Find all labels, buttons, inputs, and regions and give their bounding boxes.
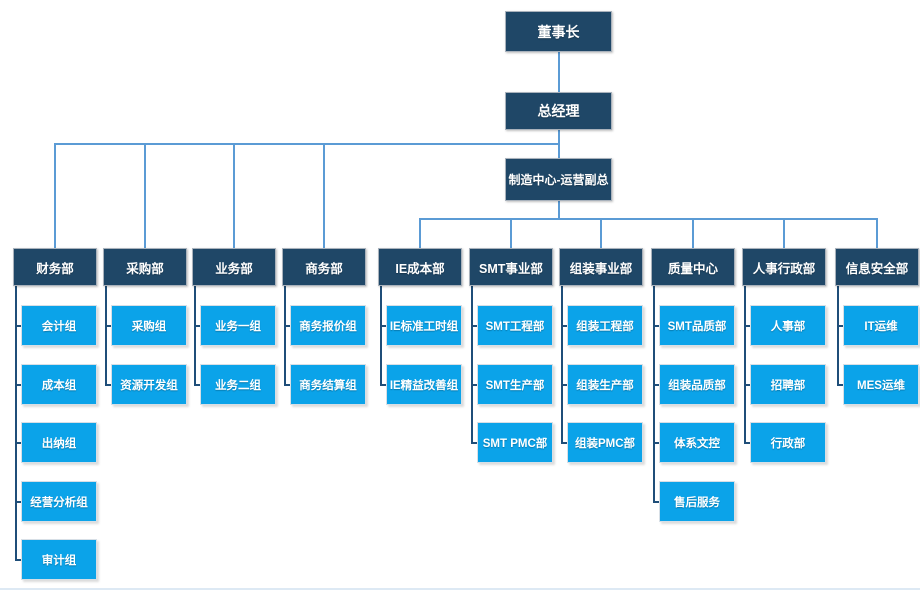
team-stub-line — [471, 325, 479, 327]
team-stub-line — [653, 442, 661, 444]
team-stub-line — [105, 384, 113, 386]
team-box: 组装工程部 — [567, 305, 643, 346]
department-box: 人事行政部 — [742, 248, 826, 286]
team-stub-line — [194, 325, 202, 327]
department-box: 财务部 — [13, 248, 97, 286]
team-stub-line — [837, 384, 845, 386]
lower-rail — [419, 218, 878, 220]
team-box: 会计组 — [21, 305, 97, 346]
team-box: 售后服务 — [659, 481, 735, 522]
dept-drop-line — [783, 218, 785, 248]
department-box: 商务部 — [282, 248, 366, 286]
dept-drop-line — [144, 143, 146, 248]
team-box: 组装生产部 — [567, 364, 643, 405]
team-box: 招聘部 — [750, 364, 826, 405]
connector-vertical — [557, 201, 560, 218]
dept-drop-line — [876, 218, 878, 248]
executive-box: 总经理 — [505, 92, 612, 130]
team-stub-line — [837, 325, 845, 327]
team-stub-line — [105, 325, 113, 327]
team-box: 商务结算组 — [290, 364, 366, 405]
team-box: IT运维 — [843, 305, 919, 346]
team-box: 体系文控 — [659, 422, 735, 463]
department-box: 信息安全部 — [835, 248, 919, 286]
team-stub-line — [653, 325, 661, 327]
dept-drop-line — [233, 143, 235, 248]
team-box: SMT工程部 — [477, 305, 553, 346]
team-trunk-line — [744, 286, 746, 444]
dept-drop-line — [600, 218, 602, 248]
team-stub-line — [561, 442, 569, 444]
team-stub-line — [15, 325, 23, 327]
dept-drop-line — [510, 218, 512, 248]
team-box: 组装PMC部 — [567, 422, 643, 463]
team-box: 业务二组 — [200, 364, 276, 405]
team-stub-line — [194, 384, 202, 386]
team-trunk-line — [194, 286, 196, 385]
department-box: 采购部 — [103, 248, 187, 286]
team-box: IE标准工时组 — [386, 305, 462, 346]
team-stub-line — [380, 384, 388, 386]
team-stub-line — [653, 384, 661, 386]
team-stub-line — [15, 384, 23, 386]
team-stub-line — [653, 501, 661, 503]
team-box: 出纳组 — [21, 422, 97, 463]
team-trunk-line — [471, 286, 473, 444]
team-box: 组装品质部 — [659, 364, 735, 405]
dept-drop-line — [323, 143, 325, 248]
department-box: 组装事业部 — [559, 248, 643, 286]
department-box: 业务部 — [192, 248, 276, 286]
team-box: SMT PMC部 — [477, 422, 553, 463]
department-box: 质量中心 — [651, 248, 735, 286]
upper-rail — [54, 143, 559, 145]
team-box: 业务一组 — [200, 305, 276, 346]
team-box: 审计组 — [21, 539, 97, 580]
team-box: SMT生产部 — [477, 364, 553, 405]
team-stub-line — [15, 501, 23, 503]
team-trunk-line — [653, 286, 655, 502]
team-box: 经营分析组 — [21, 481, 97, 522]
team-stub-line — [284, 384, 292, 386]
team-box: SMT品质部 — [659, 305, 735, 346]
dept-drop-line — [419, 218, 421, 248]
team-box: IE精益改善组 — [386, 364, 462, 405]
dept-drop-line — [692, 218, 694, 248]
team-stub-line — [744, 384, 752, 386]
team-box: 人事部 — [750, 305, 826, 346]
team-box: 行政部 — [750, 422, 826, 463]
team-stub-line — [744, 442, 752, 444]
team-stub-line — [471, 442, 479, 444]
team-trunk-line — [837, 286, 839, 385]
executive-box: 制造中心-运营副总 — [505, 158, 612, 201]
team-stub-line — [380, 325, 388, 327]
team-trunk-line — [105, 286, 107, 385]
connector-vertical — [557, 52, 560, 92]
team-stub-line — [561, 384, 569, 386]
team-box: MES运维 — [843, 364, 919, 405]
team-trunk-line — [380, 286, 382, 385]
team-box: 商务报价组 — [290, 305, 366, 346]
team-trunk-line — [561, 286, 563, 444]
slide-bottom-edge — [0, 588, 920, 590]
team-stub-line — [471, 384, 479, 386]
connector-vertical — [557, 130, 560, 158]
team-box: 资源开发组 — [111, 364, 187, 405]
executive-box: 董事长 — [505, 11, 612, 52]
team-trunk-line — [284, 286, 286, 385]
department-box: SMT事业部 — [469, 248, 553, 286]
department-box: IE成本部 — [378, 248, 462, 286]
team-box: 成本组 — [21, 364, 97, 405]
team-box: 采购组 — [111, 305, 187, 346]
team-stub-line — [15, 559, 23, 561]
dept-drop-line — [54, 143, 56, 248]
team-stub-line — [15, 442, 23, 444]
team-stub-line — [744, 325, 752, 327]
team-stub-line — [284, 325, 292, 327]
team-trunk-line — [15, 286, 17, 561]
team-stub-line — [561, 325, 569, 327]
